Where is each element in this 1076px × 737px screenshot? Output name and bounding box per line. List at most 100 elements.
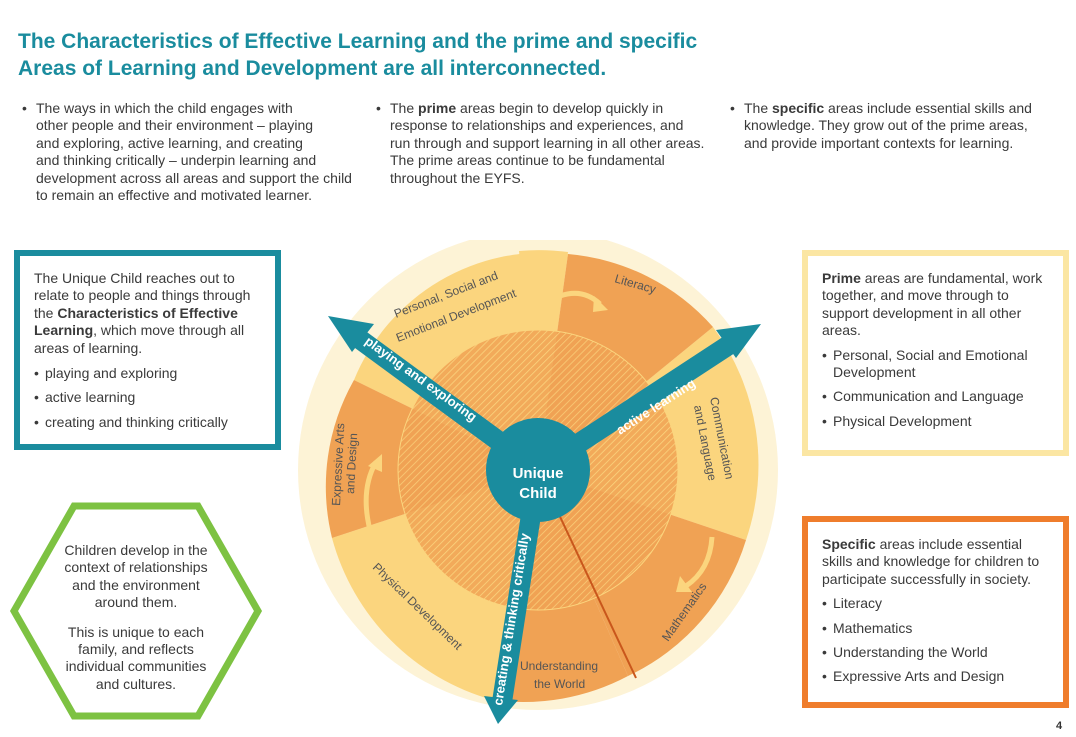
text-fragment: areas include essential skills and: [824, 100, 1032, 116]
list-item-text: Physical Development: [833, 412, 972, 429]
bullet: •: [34, 389, 39, 406]
learning-wheel: playing and exploring active learning cr…: [298, 230, 798, 730]
bullet: •: [822, 346, 827, 363]
text-line: development across all areas and support…: [36, 169, 352, 186]
text-line: The ways in which the child engages with: [36, 100, 293, 116]
specific-emphasis: specific: [772, 100, 825, 116]
text-line: areas of learning.: [34, 339, 143, 356]
bullet: •: [822, 412, 827, 429]
intro-text-2: The prime areas begin to develop quickly…: [376, 100, 716, 187]
active-arrowhead: [716, 324, 761, 358]
specific-list: • Literacy • Mathematics • Understanding th…: [822, 595, 1051, 686]
intro-column-3: • The specific areas include essential s…: [730, 100, 1050, 152]
text-line: The specific areas include essential ski…: [744, 100, 1050, 117]
relationships-hexagon: Children develop in the context of relat…: [8, 500, 264, 722]
text-line: relate to people and things through: [34, 287, 251, 304]
maths-curved-arrow: [684, 536, 715, 589]
creating-arrowhead: [484, 696, 518, 724]
text-line: and thinking critically – underpin learn…: [36, 152, 317, 169]
text-line: and provide important contexts for learn…: [744, 134, 1014, 151]
prime-label: Prime: [822, 270, 861, 286]
literacy-arrowhead: [593, 296, 608, 312]
list-item-text: Mathematics: [833, 619, 913, 636]
list-item: •playing and exploring: [34, 365, 261, 382]
hexagon-paragraph-1: Children develop in the context of relat…: [64, 542, 208, 611]
bullet: •: [822, 388, 827, 405]
list-item-text: creating and thinking critically: [45, 413, 228, 430]
text-line: The Unique Child reaches out to: [34, 270, 235, 286]
understanding-label-line-1: Understanding: [520, 659, 598, 673]
list-item-text: Literacy: [833, 595, 883, 612]
list-item: • creating and thinking critically: [34, 414, 261, 431]
hexagon-paragraph-2: This is unique to each family, and refle…: [65, 623, 207, 692]
intro-text-1: The ways in which the child engages with…: [22, 100, 362, 204]
text-line: response to relationships and experience…: [390, 117, 684, 134]
list-item: • Mathematics: [822, 620, 1051, 637]
list-item-text: Understanding the World: [833, 644, 988, 661]
bold-fragment: Learning: [34, 322, 94, 339]
bullet: •: [822, 619, 827, 636]
specific-description: Specific areas include essential skills …: [822, 536, 1051, 588]
specific-areas-box: Specific areas include essential skills …: [802, 516, 1069, 708]
text-line: run through and support learning in all …: [390, 134, 705, 151]
hatched-ring-outline: [397, 329, 679, 611]
learning-wheel-svg: playing and exploring active learning cr…: [298, 230, 778, 724]
hexagon-text: Children develop in the context of relat…: [60, 542, 212, 693]
bullet: •: [376, 100, 381, 116]
page-number: 4: [1056, 720, 1063, 732]
list-item: • Expressive Arts and Design: [822, 668, 1051, 685]
expressive-label-line-2: and Design: [343, 433, 360, 494]
heading-line-2: Areas of Learning and Development are al…: [18, 57, 607, 80]
list-item: • Personal, Social and Emotional Developm…: [822, 347, 1051, 382]
list-item-text: Expressive Arts and Design: [833, 668, 1005, 685]
playing-arrowhead: [328, 316, 374, 352]
specific-text: areas include essential skills and knowl…: [822, 536, 1040, 587]
bullet: •: [822, 644, 827, 661]
hexagon-outline: [9, 502, 263, 720]
text-fragment: areas begin to develop quickly in: [456, 100, 664, 116]
text-fragment: , which move through all: [93, 322, 245, 339]
prime-areas-box: Prime areas are fundamental, work togeth…: [802, 250, 1069, 456]
characteristics-box: The Unique Child reaches out to relate t…: [14, 250, 281, 450]
list-item-text: active learning: [45, 389, 136, 406]
understanding-label-line-2: the World: [534, 677, 585, 691]
characteristics-list: •playing and exploring •active learning …: [34, 365, 261, 431]
unique-child-circle: [486, 418, 590, 522]
bullet: •: [730, 100, 735, 116]
text-line: The prime areas continue to be fundament…: [390, 152, 665, 169]
list-item: • Understanding the World: [822, 644, 1051, 661]
list-item: • Physical Development: [822, 413, 1051, 430]
page-heading: The Characteristics of Effective Learnin…: [18, 28, 778, 82]
center-label-line-2: Child: [519, 485, 557, 502]
text-line: knowledge. They grow out of the prime ar…: [744, 117, 1028, 134]
prime-text: areas are fundamental, work together, an…: [822, 270, 1043, 339]
text-line: throughout the EYFS.: [390, 169, 525, 186]
bullet: •: [822, 595, 827, 612]
text-fragment: The: [744, 100, 773, 116]
bullet: •: [22, 100, 27, 116]
list-item-text: Personal, Social and Emotional Developme…: [833, 346, 1028, 381]
list-item: • Communication and Language: [822, 388, 1051, 405]
list-item-text: Communication and Language: [833, 388, 1024, 405]
bullet: •: [34, 413, 39, 430]
expressive-arrowhead: [368, 454, 382, 472]
prime-description: Prime areas are fundamental, work togeth…: [822, 270, 1051, 340]
prime-list: • Personal, Social and Emotional Developm…: [822, 347, 1051, 431]
maths-arrowhead: [676, 576, 692, 592]
text-line: other people and their environment – pla…: [36, 117, 314, 134]
intro-text-3: The specific areas include essential ski…: [730, 100, 1050, 152]
text-line: to remain an effective and motivated lea…: [36, 187, 313, 204]
bullet: •: [822, 668, 827, 685]
text-line: The prime areas begin to develop quickly…: [390, 100, 716, 117]
intro-column-2: • The prime areas begin to develop quick…: [376, 100, 716, 187]
intro-column-1: • The ways in which the child engages wi…: [22, 100, 362, 204]
prime-emphasis: prime: [418, 100, 457, 116]
bold-fragment: Characteristics of Effective: [57, 304, 238, 321]
heading-line-1: The Characteristics of Effective Learnin…: [18, 30, 698, 53]
list-item-text: playing and exploring: [45, 365, 178, 382]
specific-label: Specific: [822, 536, 876, 552]
text-fragment: The: [390, 100, 419, 116]
characteristics-description: The Unique Child reaches out to relate t…: [34, 270, 261, 357]
list-item: • Literacy: [822, 595, 1051, 612]
expressive-label-line-1: Expressive Arts: [329, 423, 347, 506]
